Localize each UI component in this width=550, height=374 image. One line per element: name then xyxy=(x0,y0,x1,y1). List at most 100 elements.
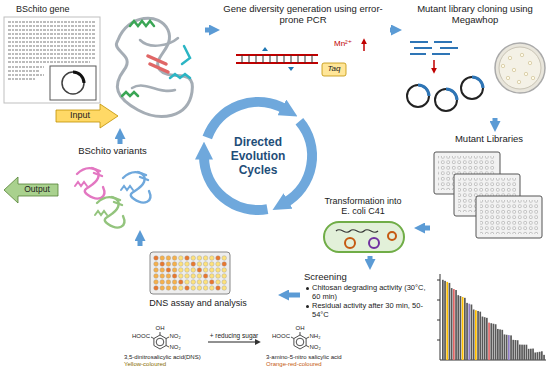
plate-well xyxy=(179,280,184,285)
plate-well xyxy=(160,268,165,273)
plate-well xyxy=(197,274,202,279)
chart-bar xyxy=(446,282,448,360)
step-label: Screening xyxy=(304,272,424,283)
chart-bar xyxy=(517,340,519,360)
plate-well xyxy=(203,256,208,261)
plate-well xyxy=(216,286,221,291)
plate-well xyxy=(154,286,159,291)
chart-bar xyxy=(508,335,510,360)
chart-bar xyxy=(506,335,508,360)
flow-arrow xyxy=(390,28,393,33)
chem-note: Yellow-coloured xyxy=(124,361,204,368)
ecoli-cell xyxy=(324,222,404,252)
protein-structure xyxy=(122,92,138,96)
pcr-step: Gene diversity generation using error-pr… xyxy=(220,2,390,85)
variants-step: BSchito variants xyxy=(60,144,169,230)
plate-well xyxy=(203,286,208,291)
gene-panel: BSchito gene xyxy=(2,2,205,128)
chart-bar xyxy=(519,345,521,360)
plate-well xyxy=(222,262,227,267)
plate-well xyxy=(166,268,171,273)
plate-well xyxy=(160,286,165,291)
chart-bar xyxy=(521,345,523,360)
variant-structures xyxy=(75,168,150,227)
chart-bar xyxy=(510,335,512,360)
dns-reaction xyxy=(296,338,304,346)
reaction-label: + reducing sugar xyxy=(203,332,265,339)
bullet-text: Chitosan degrading activity (30°C, 60 mi… xyxy=(304,284,432,301)
dns-reaction xyxy=(151,332,169,347)
label-holder: Orange-red-coloured xyxy=(266,361,346,368)
dns-reaction xyxy=(294,335,306,349)
plate-well xyxy=(172,286,177,291)
cloning-illustration xyxy=(508,56,511,59)
gene-sequence xyxy=(4,17,100,103)
chart-bar xyxy=(466,303,468,360)
chem-group: HOOC xyxy=(130,333,150,340)
dns-reaction xyxy=(156,338,164,346)
cloning-illustration xyxy=(446,89,457,100)
cloning-illustration xyxy=(517,80,520,83)
plate-well xyxy=(203,274,208,279)
chart-bar xyxy=(462,297,464,360)
chart-bar xyxy=(488,323,490,360)
label-holder: OH xyxy=(154,325,166,332)
cloning-illustration xyxy=(472,77,483,88)
protein-structure xyxy=(132,38,178,91)
library-step: Mutant Libraries xyxy=(430,132,550,244)
chart-bar xyxy=(475,310,477,360)
cycle-arrows xyxy=(204,102,312,210)
cloning-step: Mutant library cloning using Megawhop xyxy=(402,2,550,118)
plate-well xyxy=(154,256,159,261)
variant-structures xyxy=(95,197,124,227)
plate-well xyxy=(191,286,196,291)
cloning-illustration xyxy=(407,85,429,107)
chem-name: 3,5-dinitrosalicylic acid(DNS) xyxy=(124,354,244,361)
plate-well xyxy=(166,256,171,261)
chem-group: NO₂ xyxy=(170,344,186,351)
chart-bar xyxy=(455,290,457,360)
chart-bar xyxy=(530,349,532,360)
label-holder: Directed Evolution Cycles xyxy=(215,135,301,177)
plate-well xyxy=(222,280,227,285)
plate-well xyxy=(172,268,177,273)
chart-bar xyxy=(504,334,506,360)
plate-well xyxy=(191,280,196,285)
plate-well xyxy=(203,262,208,267)
dns-reaction xyxy=(291,332,309,347)
plate-well xyxy=(203,268,208,273)
chart-bar xyxy=(484,317,486,360)
step-label: DNS assay and analysis xyxy=(122,298,274,308)
plate-well xyxy=(172,256,177,261)
pcr-illustration xyxy=(236,55,318,63)
plate-well xyxy=(172,274,177,279)
activity-chart xyxy=(437,274,546,360)
label-holder: Yellow-coloured xyxy=(124,361,204,368)
chart-bar xyxy=(543,355,545,360)
chart-bar xyxy=(444,281,446,360)
chart-bar xyxy=(512,340,514,360)
flow-arrow xyxy=(118,137,123,144)
chart-bar xyxy=(457,295,459,360)
chart-bar xyxy=(453,289,455,360)
activity-chart xyxy=(440,274,546,360)
input-arrow xyxy=(56,104,118,128)
activity-chart xyxy=(437,280,440,340)
dns-plate xyxy=(150,252,230,294)
chart-bar xyxy=(451,288,453,360)
chart-bar xyxy=(473,309,475,360)
plate-well xyxy=(210,262,215,267)
plate-well xyxy=(216,280,221,285)
label-holder: 3-amino-5-nitro salicylic acid xyxy=(266,354,386,361)
plate-well xyxy=(154,256,227,291)
chart-bar xyxy=(534,353,536,360)
label-holder: OH xyxy=(294,325,306,332)
chem-group: NO₂ xyxy=(310,344,326,351)
chart-bar xyxy=(471,305,473,361)
chem-note: Orange-red-coloured xyxy=(266,361,346,368)
chart-bar xyxy=(482,317,484,360)
plate-well xyxy=(166,280,171,285)
plate-well xyxy=(179,274,184,279)
arrow-label: Input xyxy=(60,111,100,121)
